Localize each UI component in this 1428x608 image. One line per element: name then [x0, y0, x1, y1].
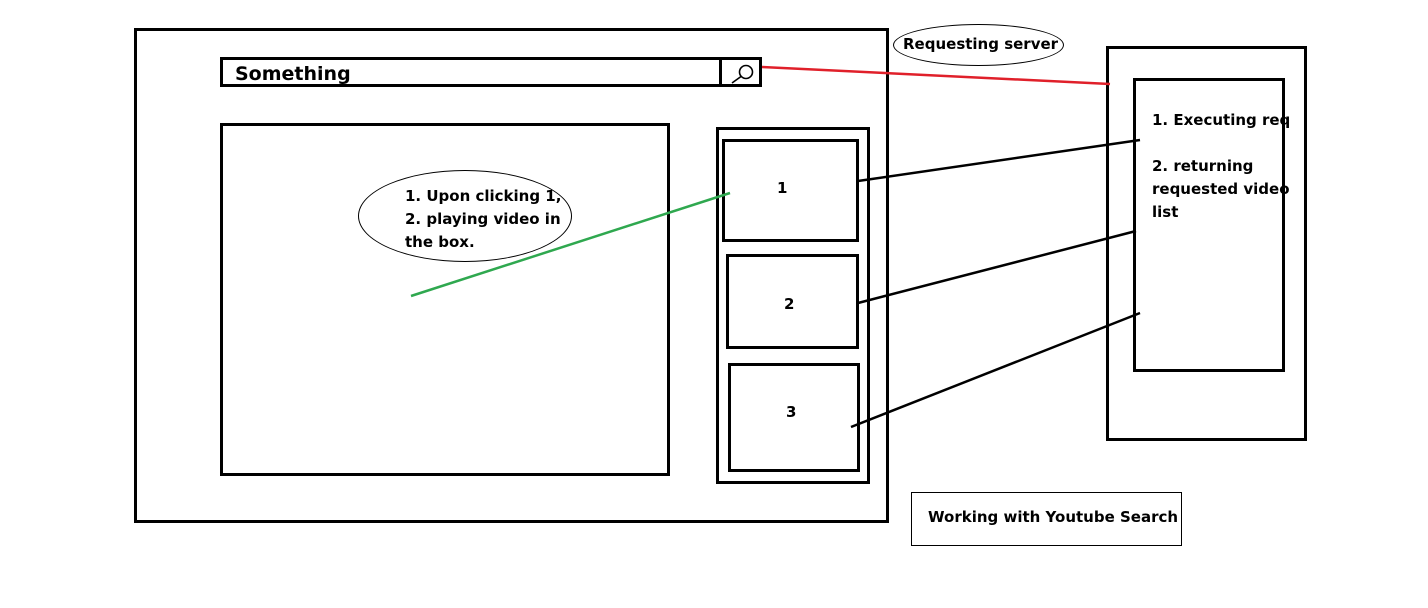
response-connector [850, 311, 1141, 429]
request-annotation-bubble: Requesting server [893, 24, 1064, 66]
server-step-text: 1. Executing req 2. returning requested … [1152, 109, 1290, 224]
video-list-item[interactable]: 2 [726, 254, 859, 349]
player-annotation-line: the box. [405, 233, 475, 251]
video-list-item[interactable]: 1 [722, 139, 859, 242]
response-connector [857, 229, 1137, 305]
server-step-line: 2. returning [1152, 157, 1254, 175]
response-connector [857, 138, 1141, 183]
search-icon [731, 64, 754, 84]
server-step-line: list [1152, 203, 1179, 221]
video-list-item-label: 2 [784, 295, 795, 313]
player-annotation-text: 1. Upon clicking 1, 2. playing video in … [405, 185, 561, 254]
player-annotation-bubble: 1. Upon clicking 1, 2. playing video in … [358, 170, 572, 262]
server-step-line: 1. Executing req [1152, 111, 1291, 129]
server-step-line: requested video [1152, 180, 1290, 198]
video-list-item-label: 1 [777, 179, 788, 197]
caption-box: Working with Youtube Search [911, 492, 1182, 546]
video-list-item[interactable]: 3 [728, 363, 860, 472]
server-process-box [1133, 78, 1285, 372]
request-annotation-label: Requesting server [903, 35, 1059, 53]
search-input-value: Something [235, 63, 351, 85]
search-button[interactable] [719, 57, 762, 87]
video-list-item-label: 3 [786, 403, 797, 421]
player-annotation-line: 2. playing video in [405, 210, 561, 228]
video-list-panel [716, 127, 870, 484]
video-player[interactable] [220, 123, 670, 476]
server-step-line [1152, 132, 1290, 155]
search-input[interactable]: Something [220, 57, 722, 87]
caption-text: Working with Youtube Search [928, 508, 1179, 526]
player-annotation-line: 1. Upon clicking 1, [405, 187, 562, 205]
